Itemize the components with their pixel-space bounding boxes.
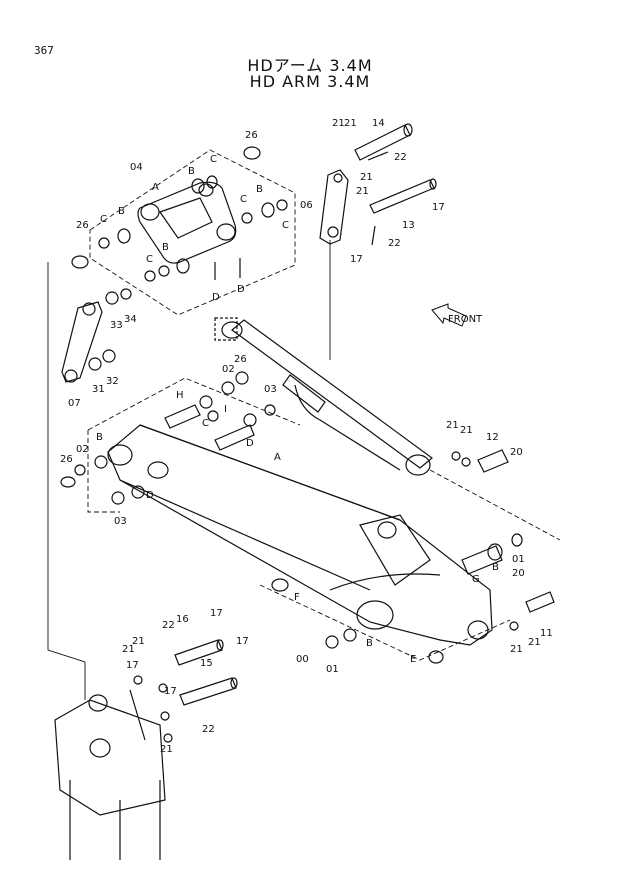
label-g: G — [472, 574, 480, 585]
callout-26: 26 — [245, 130, 258, 141]
label-b: B — [162, 242, 169, 253]
label-a: A — [152, 182, 159, 193]
arm-body-00 — [107, 424, 493, 646]
callout-21: 21 — [132, 636, 145, 647]
label-a: A — [274, 452, 281, 463]
side-link-07 — [61, 288, 132, 383]
label-c: C — [240, 194, 247, 205]
title-japanese: HDアーム 3.4M — [247, 56, 373, 75]
callout-21: 21 — [510, 644, 523, 655]
callout-21: 21 — [122, 644, 135, 655]
arm-dashed-leaders — [87, 377, 561, 661]
label-d: D — [237, 284, 245, 295]
label-c: C — [210, 154, 217, 165]
callout-17: 17 — [126, 660, 139, 671]
callout-21: 21 — [332, 118, 345, 129]
callout-22: 22 — [202, 724, 215, 735]
callout-01: 01 — [326, 664, 339, 675]
pins-13-14 — [354, 123, 437, 246]
callout-02: 02 — [222, 364, 235, 375]
callout-26: 26 — [76, 220, 89, 231]
callout-33: 33 — [110, 320, 123, 331]
label-c: C — [282, 220, 289, 231]
callout-21: 21 — [344, 118, 357, 129]
callout-07: 07 — [68, 398, 81, 409]
front-arrow-icon — [431, 303, 467, 327]
callout-labels: 26 21 21 14 22 21 21 06 17 13 22 17 04 C… — [60, 118, 553, 755]
callout-34: 34 — [124, 314, 137, 325]
callout-17: 17 — [210, 608, 223, 619]
label-b: B — [118, 206, 125, 217]
label-c: C — [146, 254, 153, 265]
label-b: B — [256, 184, 263, 195]
callout-06: 06 — [300, 200, 313, 211]
callout-20: 20 — [512, 568, 525, 579]
link-assembly-dashed-box — [89, 149, 296, 316]
label-f: F — [294, 592, 300, 603]
label-b: B — [96, 432, 103, 443]
arm-pins-bushings — [60, 371, 555, 664]
assembly-leader-lines — [47, 240, 331, 700]
callout-17: 17 — [236, 636, 249, 647]
callout-26: 26 — [60, 454, 73, 465]
callout-17: 17 — [350, 254, 363, 265]
callout-32: 32 — [106, 376, 119, 387]
callout-31: 31 — [92, 384, 105, 395]
label-d: D — [246, 438, 254, 449]
label-e: E — [410, 654, 416, 665]
title-english: HD ARM 3.4M — [249, 72, 371, 91]
callout-00: 00 — [296, 654, 309, 665]
callout-21: 21 — [360, 172, 373, 183]
callout-21: 21 — [160, 744, 173, 755]
link-bushings — [71, 146, 288, 282]
callout-12: 12 — [486, 432, 499, 443]
front-label: FRONT — [448, 314, 483, 325]
label-b: B — [366, 638, 373, 649]
callout-16: 16 — [176, 614, 189, 625]
callout-03: 03 — [264, 384, 277, 395]
boom-end — [54, 689, 166, 860]
pins-15-16 — [133, 639, 238, 743]
label-h: H — [176, 390, 184, 401]
label-b: B — [188, 166, 195, 177]
label-i: I — [224, 404, 227, 415]
callout-21: 21 — [528, 637, 541, 648]
label-c: C — [202, 418, 209, 429]
callout-22: 22 — [162, 620, 175, 631]
callout-21: 21 — [356, 186, 369, 197]
page-number: 367 — [34, 44, 54, 57]
callout-14: 14 — [372, 118, 385, 129]
callout-01: 01 — [512, 554, 525, 565]
label-b: B — [492, 562, 499, 573]
callout-21: 21 — [460, 425, 473, 436]
callout-26: 26 — [234, 354, 247, 365]
callout-03: 03 — [114, 516, 127, 527]
arm-cylinder — [214, 317, 433, 476]
callout-15: 15 — [200, 658, 213, 669]
label-d: D — [212, 292, 220, 303]
callout-13: 13 — [402, 220, 415, 231]
callout-17: 17 — [164, 686, 177, 697]
label-d: D — [146, 490, 154, 501]
callout-21: 21 — [446, 420, 459, 431]
callout-20: 20 — [510, 447, 523, 458]
callout-17: 17 — [432, 202, 445, 213]
callout-22: 22 — [388, 238, 401, 249]
link-a-part — [137, 181, 237, 264]
callout-02: 02 — [76, 444, 89, 455]
link-bar-06 — [319, 169, 349, 245]
callout-04: 04 — [130, 162, 143, 173]
label-c: C — [100, 214, 107, 225]
callout-11: 11 — [540, 628, 553, 639]
callout-22: 22 — [394, 152, 407, 163]
